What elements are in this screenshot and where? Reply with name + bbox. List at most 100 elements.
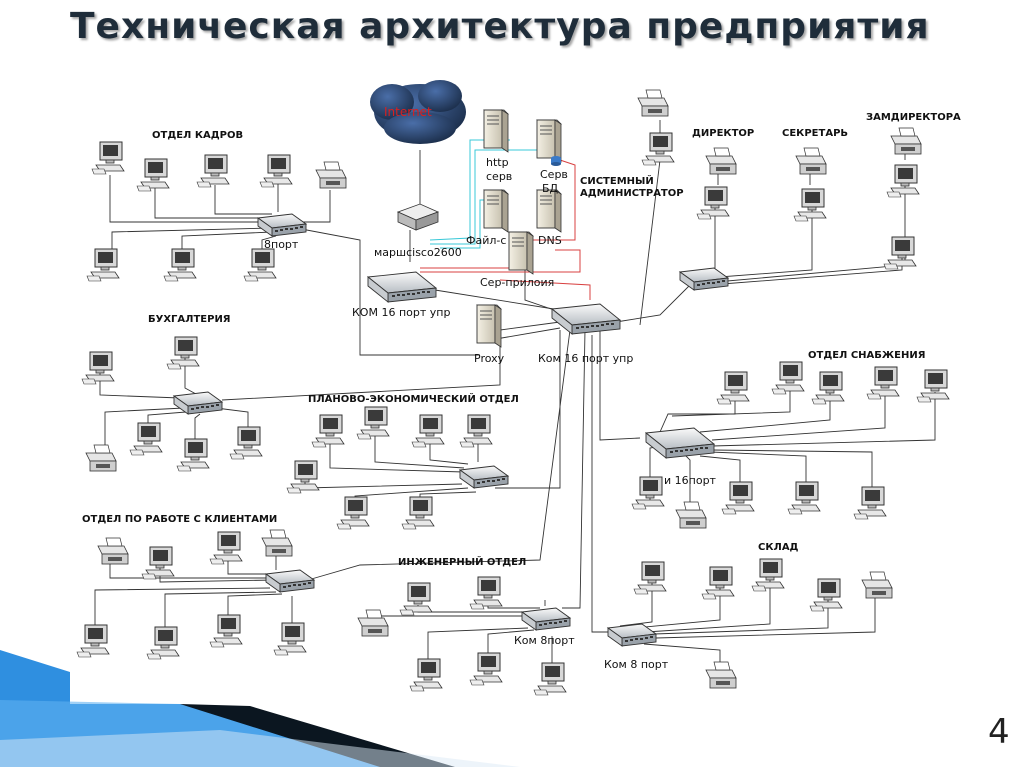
pc-icon — [459, 414, 493, 448]
pc-icon — [311, 414, 345, 448]
printer-icon — [357, 609, 389, 637]
app-server-label: Сер-прилоия — [480, 276, 554, 289]
dept-label-planning: ПЛАНОВО-ЭКОНОМИЧЕСКИЙ ОТДЕЛ — [308, 392, 519, 405]
dept-label-warehouse: СКЛАД — [758, 542, 799, 553]
file-server-icon — [483, 189, 509, 233]
pc-icon — [91, 141, 125, 175]
pc-icon — [716, 371, 750, 405]
slide-title: Техническая архитектура предприятия — [70, 6, 930, 47]
printer-icon — [315, 161, 347, 189]
dept-label-accounting: БУХГАЛТЕРИЯ — [148, 314, 231, 325]
pc-icon — [771, 361, 805, 395]
dept-label-engineering: ИНЖЕНЕРНЫЙ ОТДЕЛ — [398, 555, 526, 568]
switch-icon — [173, 391, 223, 415]
switch-icon — [459, 465, 509, 489]
db-server-label-2: БД — [542, 182, 559, 195]
router-icon — [396, 203, 440, 231]
pc-icon — [356, 406, 390, 440]
printer-icon — [795, 147, 827, 175]
pc-icon — [81, 351, 115, 385]
core-switch-left-icon — [367, 271, 437, 303]
pc-icon — [641, 132, 675, 166]
pc-icon — [409, 658, 443, 692]
printer-icon — [261, 529, 293, 557]
pc-icon — [696, 186, 730, 220]
switch-icon — [265, 569, 315, 593]
pc-icon — [469, 652, 503, 686]
dept-label-sysadmin-2: АДМИНИСТРАТОР — [580, 188, 684, 199]
file-server-label: Файл-с — [466, 234, 506, 247]
pc-icon — [787, 481, 821, 515]
db-server-icon — [536, 119, 562, 166]
pc-icon — [243, 248, 277, 282]
proxy-server-icon — [476, 304, 502, 348]
switch-icon — [679, 267, 729, 291]
router-label: маршcisco2600 — [374, 246, 462, 259]
pc-icon — [336, 496, 370, 530]
pc-icon — [273, 622, 307, 656]
printer-icon — [705, 661, 737, 689]
pc-icon — [633, 561, 667, 595]
pc-icon — [793, 188, 827, 222]
pc-icon — [751, 558, 785, 592]
dept-label-clients: ОТДЕЛ ПО РАБОТЕ С КЛИЕНТАМИ — [82, 514, 277, 525]
pc-icon — [286, 460, 320, 494]
pc-icon — [209, 614, 243, 648]
pc-icon — [853, 486, 887, 520]
printer-icon — [85, 444, 117, 472]
dept-label-sysadmin-1: СИСТЕМНЫЙ — [580, 174, 654, 187]
decorative-band — [0, 650, 520, 767]
core-switch-right-label: Ком 16 порт упр — [538, 352, 633, 365]
db-server-label-1: Серв — [540, 168, 568, 181]
pc-icon — [883, 236, 917, 270]
switch-icon — [607, 623, 657, 647]
pc-icon — [209, 531, 243, 565]
printer-icon — [97, 537, 129, 565]
pc-icon — [886, 164, 920, 198]
pc-icon — [259, 154, 293, 188]
pc-icon — [229, 426, 263, 460]
internet-cloud-icon — [370, 80, 466, 144]
pc-icon — [533, 662, 567, 696]
dept-label-director: ДИРЕКТОР — [692, 128, 754, 139]
app-server-icon — [508, 231, 534, 275]
http-server-icon — [483, 109, 509, 153]
dept-label-deputy: ЗАМДИРЕКТОРА — [866, 112, 961, 123]
printer-icon — [861, 571, 893, 599]
printer-icon — [890, 127, 922, 155]
printer-icon — [637, 89, 669, 117]
pc-icon — [196, 154, 230, 188]
pc-icon — [399, 582, 433, 616]
page-number: 4 — [988, 712, 1010, 752]
pc-icon — [809, 578, 843, 612]
pc-icon — [176, 438, 210, 472]
pc-icon — [631, 476, 665, 510]
pc-icon — [401, 496, 435, 530]
pc-icon — [701, 566, 735, 600]
http-server-label-2: серв — [486, 170, 512, 183]
core-switch-left-label: КОМ 16 порт упр — [352, 306, 450, 319]
pc-icon — [811, 371, 845, 405]
pc-icon — [141, 546, 175, 580]
switch-icon — [645, 427, 715, 459]
pc-icon — [86, 248, 120, 282]
pc-icon — [136, 158, 170, 192]
pc-icon — [721, 481, 755, 515]
switch-supply-label: и 16порт — [664, 474, 717, 487]
switch-hr-label: 8порт — [264, 238, 299, 251]
switch-warehouse-label: Ком 8 порт — [604, 658, 669, 671]
pc-icon — [163, 248, 197, 282]
dept-label-secretary: СЕКРЕТАРЬ — [782, 128, 848, 139]
proxy-label: Proxy — [474, 352, 505, 365]
dns-server-label: DNS — [538, 234, 562, 247]
dept-label-supply: ОТДЕЛ СНАБЖЕНИЯ — [808, 350, 925, 361]
pc-icon — [129, 422, 163, 456]
printer-icon — [675, 501, 707, 529]
pc-icon — [76, 624, 110, 658]
switch-icon — [521, 607, 571, 631]
pc-icon — [166, 336, 200, 370]
printer-icon — [705, 147, 737, 175]
switch-engineering-label: Ком 8порт — [514, 634, 575, 647]
pc-icon — [916, 369, 950, 403]
